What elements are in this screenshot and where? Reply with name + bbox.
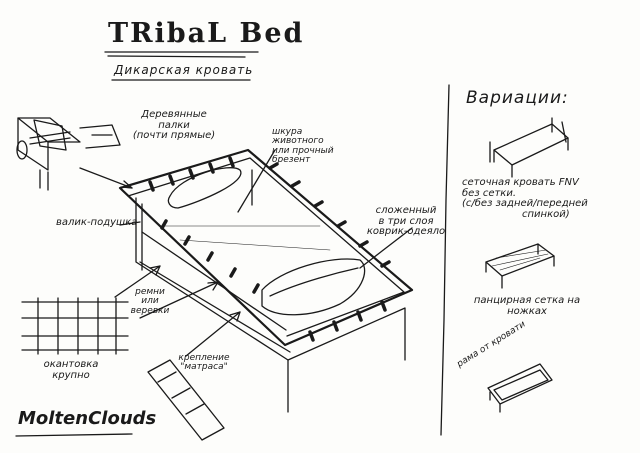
mattress-fix-detail-drawing (147, 359, 225, 441)
blanket-drawing (261, 258, 366, 316)
page-title: TRibaL Bed (108, 18, 305, 49)
label-pillow: валик-подушка (56, 217, 138, 228)
rope-bindings (148, 156, 391, 342)
callout-arrows (79, 149, 413, 357)
variation-2-drawing (485, 243, 555, 289)
label-hide: шкура животного или прочный брезент (272, 127, 334, 166)
label-mattress-fix: крепление "матраса" (178, 353, 230, 373)
variation-3-drawing (487, 363, 553, 413)
divider-line (440, 84, 450, 436)
variation-2-caption: панцирная сетка на ножках (473, 295, 581, 317)
label-ropes: ремни или веревки (130, 287, 170, 316)
title-underline (104, 51, 259, 81)
page-subtitle: Дикарская кровать (114, 63, 254, 77)
label-sticks: Деревянные палки (почти прямые) (132, 109, 216, 141)
bed-frame-drawing (118, 148, 414, 413)
variations-heading: Вариации: (466, 88, 569, 108)
pillow-drawing (167, 167, 242, 209)
logo: MoltenClouds (18, 408, 157, 429)
joint-detail-drawing (16, 117, 121, 191)
label-edging: окантовка крупно (43, 359, 99, 381)
edging-detail-drawing (21, 297, 129, 355)
logo-underline (15, 433, 133, 437)
label-blanket: сложенный в три слоя коврик-одеяло (366, 205, 446, 237)
variation-1-drawing (489, 117, 569, 178)
variation-1-caption: сеточная кровать FNV без сетки. (с/без з… (462, 177, 588, 220)
